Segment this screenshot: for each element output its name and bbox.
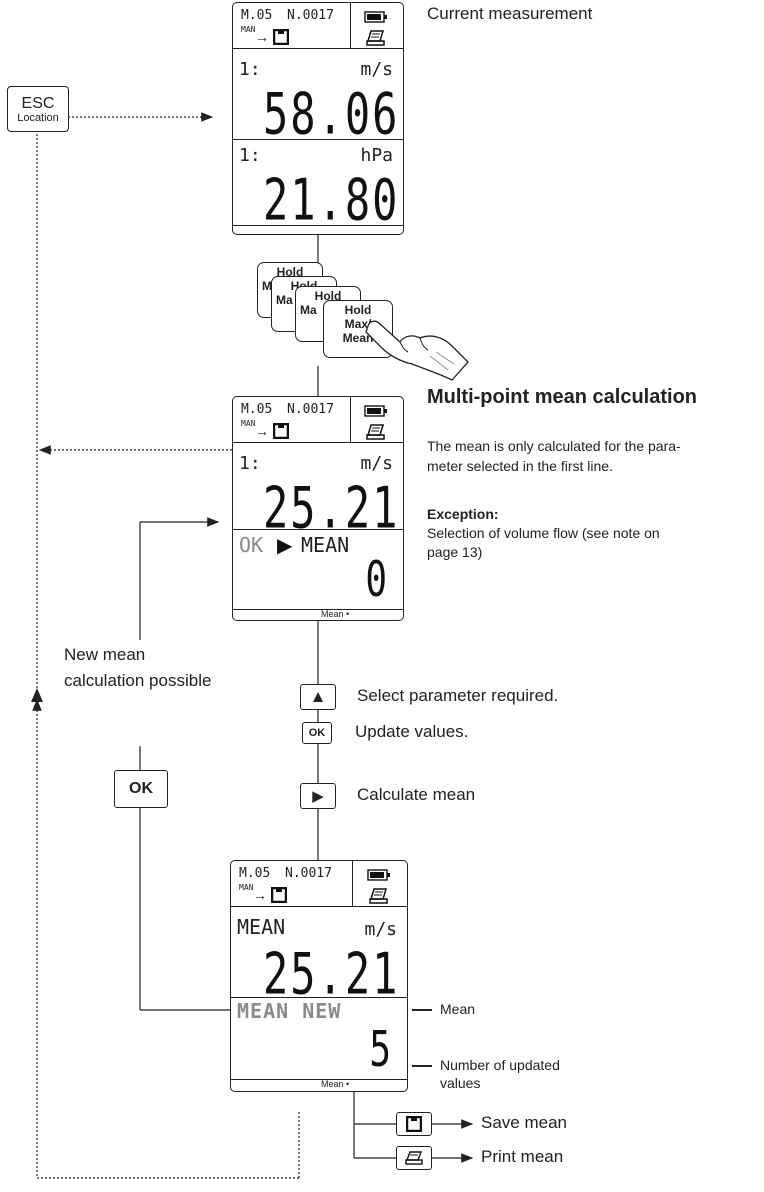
channel1-label: 1: xyxy=(239,59,261,80)
esc-label: ESC xyxy=(21,94,55,112)
mean-new-label: MEAN NEW xyxy=(237,999,342,1023)
printer-icon xyxy=(405,1151,423,1165)
exception-title: Exception: xyxy=(427,506,499,522)
exception-text: Selection of volume flow (see note on pa… xyxy=(427,525,660,560)
updated-values-count: 5 xyxy=(369,1023,393,1079)
ok-key-new-mean[interactable]: OK xyxy=(114,770,168,808)
mode-label: MAN xyxy=(239,883,254,892)
mode-label: MAN xyxy=(241,419,256,428)
up-arrow-key[interactable]: ▲ xyxy=(300,684,336,710)
step-calculate-mean: Calculate mean xyxy=(357,785,476,804)
ok-key-label: OK xyxy=(308,727,326,739)
up-triangle-icon: ▲ xyxy=(309,687,327,706)
channel2-label: 1: xyxy=(239,145,261,166)
mean-count: 0 xyxy=(365,553,389,609)
right-arrow-key[interactable]: ▶ xyxy=(300,783,336,809)
location-code: M.05 xyxy=(239,866,271,881)
velocity-value: 58.06 xyxy=(263,81,400,148)
print-mean-label: Print mean xyxy=(481,1147,564,1166)
mode-label: MAN xyxy=(241,25,256,34)
measurement-number: N.0017 xyxy=(287,8,334,23)
display-header-icons xyxy=(353,861,407,907)
measurement-number: N.0017 xyxy=(285,866,332,881)
save-mean-label: Save mean xyxy=(481,1113,567,1132)
display-footer-label: Mean • xyxy=(321,609,350,619)
printer-icon xyxy=(369,888,388,904)
save-icon xyxy=(273,423,289,439)
print-key[interactable] xyxy=(396,1146,432,1170)
step-update-values: Update values. xyxy=(355,722,469,741)
display-header-info: M.05 N.0017 MAN → xyxy=(231,861,353,907)
esc-location-key[interactable]: ESC Location xyxy=(7,86,69,132)
arrow-right-icon: → xyxy=(255,29,269,45)
section-heading: Multi-point mean calculation xyxy=(427,386,698,408)
current-measurement-title: Current measurement xyxy=(427,4,593,23)
display-header-icons xyxy=(351,397,403,443)
save-icon xyxy=(271,887,287,903)
display-header-info: M.05 N.0017 MAN → xyxy=(233,3,351,49)
battery-icon xyxy=(364,11,387,23)
pressure-value: 21.80 xyxy=(263,167,400,234)
velocity-value: 25.21 xyxy=(263,475,400,542)
channel-label: 1: xyxy=(239,453,261,474)
mean-label: MEAN xyxy=(237,915,286,939)
callout-mean: Mean xyxy=(440,1001,476,1017)
callout-number-updated: Number of updated values xyxy=(440,1057,560,1091)
display-header-info: M.05 N.0017 MAN → xyxy=(233,397,351,443)
channel2-unit: hPa xyxy=(360,145,393,166)
mean-unit: m/s xyxy=(364,919,397,940)
display-mean-result: M.05 N.0017 MAN → MEAN m/s 25.21 MEAN NE… xyxy=(230,860,408,1092)
display-footer-label: Mean • xyxy=(321,1079,350,1089)
save-icon xyxy=(406,1116,422,1132)
mean-label: MEAN xyxy=(301,533,350,557)
ok-label: OK xyxy=(239,533,264,557)
location-code: M.05 xyxy=(241,8,273,23)
pressing-hand-icon xyxy=(365,320,469,381)
channel1-unit: m/s xyxy=(360,59,393,80)
battery-icon xyxy=(367,869,390,881)
location-code: M.05 xyxy=(241,402,273,417)
ok-key-label: OK xyxy=(129,780,153,797)
display-current-measurement: M.05 N.0017 MAN → 1: m/s 58.06 1: hPa 21… xyxy=(232,2,404,235)
step-select-parameter: Select parameter required. xyxy=(357,686,559,705)
save-key[interactable] xyxy=(396,1112,432,1136)
section-description: The mean is only calculated for the para… xyxy=(427,438,681,474)
battery-icon xyxy=(364,405,387,417)
measurement-number: N.0017 xyxy=(287,402,334,417)
mean-value: 25.21 xyxy=(263,941,400,1008)
right-triangle-icon: ▶ xyxy=(312,788,324,805)
esc-sub-label: Location xyxy=(17,111,59,124)
arrow-right-icon: → xyxy=(255,423,269,439)
channel-unit: m/s xyxy=(360,453,393,474)
play-arrow-icon: ▶ xyxy=(277,535,293,557)
display-mean-calculation: M.05 N.0017 MAN → 1: m/s 25.21 OK ▶ MEAN… xyxy=(232,396,404,621)
new-mean-label: New mean calculation possible xyxy=(64,640,212,696)
printer-icon xyxy=(366,424,385,440)
display-header-icons xyxy=(351,3,403,49)
printer-icon xyxy=(366,30,385,46)
arrow-right-icon: → xyxy=(253,887,267,903)
save-icon xyxy=(273,29,289,45)
ok-key[interactable]: OK xyxy=(302,722,332,744)
